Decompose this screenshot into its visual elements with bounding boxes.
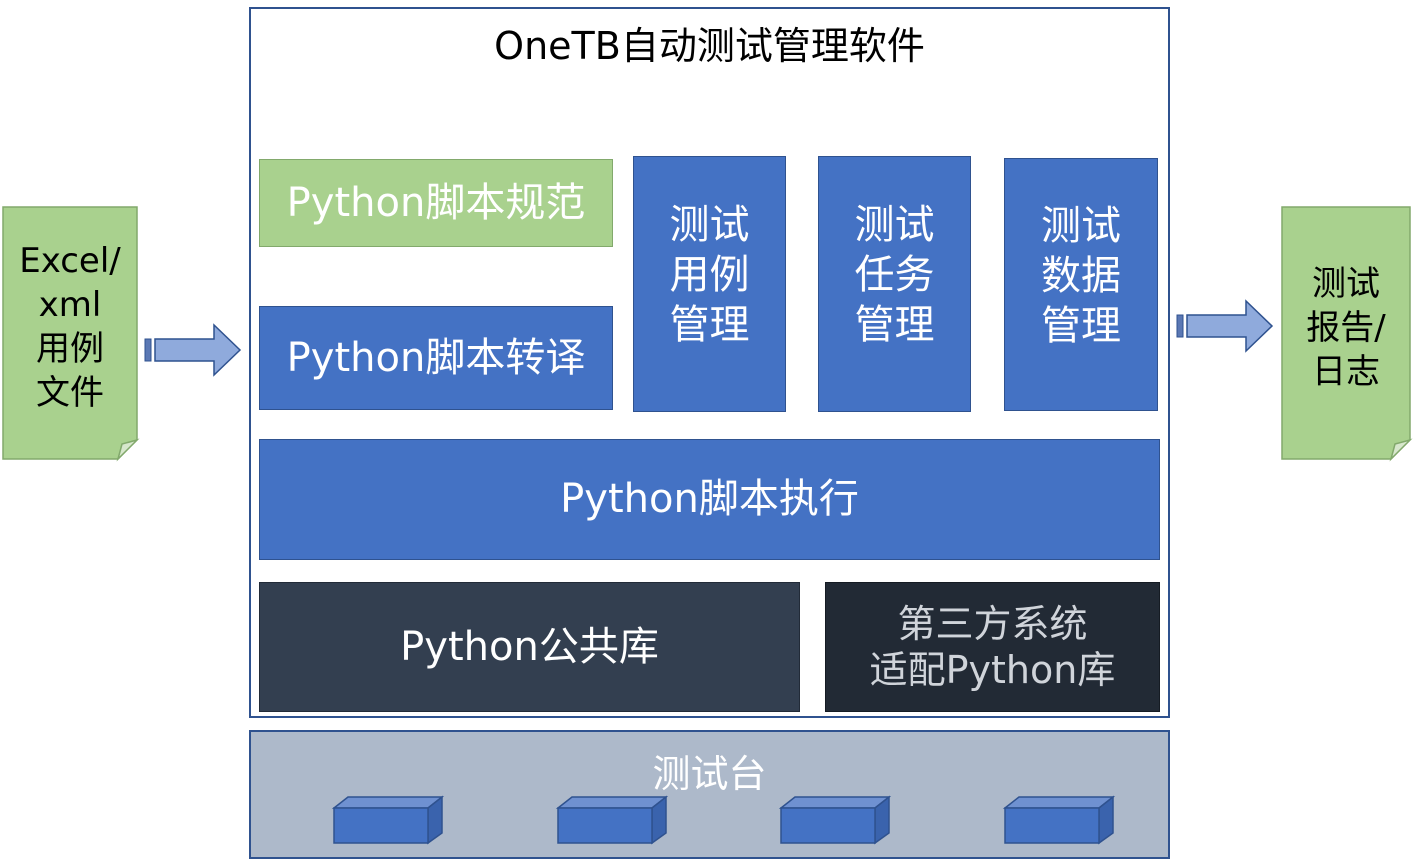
data-management-block: 测试 数据 管理 <box>1004 158 1158 411</box>
script-execute-block: Python脚本执行 <box>259 439 1160 560</box>
task-management-label: 测试 任务 管理 <box>854 202 935 348</box>
input-document: Excel/ xml 用例 文件 <box>3 207 137 459</box>
script-spec-block: Python脚本规范 <box>259 159 613 247</box>
input-document-fold <box>116 438 140 462</box>
common-library-block: Python公共库 <box>259 582 800 712</box>
task-management-block: 测试 任务 管理 <box>818 156 971 412</box>
input-arrow <box>144 323 242 377</box>
output-document-fold <box>1389 438 1413 462</box>
common-library-label: Python公共库 <box>400 623 659 670</box>
third-party-library-block: 第三方系统 适配Python库 <box>825 582 1160 712</box>
input-document-label: Excel/ xml 用例 文件 <box>19 240 121 414</box>
script-translate-label: Python脚本转译 <box>286 334 586 381</box>
data-management-label: 测试 数据 管理 <box>1041 202 1121 349</box>
device-4 <box>1002 795 1116 845</box>
device-2 <box>555 795 669 845</box>
device-1 <box>331 795 445 845</box>
script-execute-label: Python脚本执行 <box>560 476 859 523</box>
case-management-label: 测试 用例 管理 <box>669 202 750 348</box>
third-party-library-label: 第三方系统 适配Python库 <box>869 601 1116 692</box>
script-translate-block: Python脚本转译 <box>259 306 613 410</box>
testbed-label: 测试台 <box>652 751 767 796</box>
software-title: OneTB自动测试管理软件 <box>494 23 925 68</box>
output-arrow <box>1176 299 1274 353</box>
script-spec-label: Python脚本规范 <box>286 179 586 226</box>
case-management-block: 测试 用例 管理 <box>633 156 786 412</box>
device-3 <box>778 795 892 845</box>
output-document: 测试 报告/ 日志 <box>1282 207 1410 459</box>
output-document-label: 测试 报告/ 日志 <box>1306 263 1386 393</box>
